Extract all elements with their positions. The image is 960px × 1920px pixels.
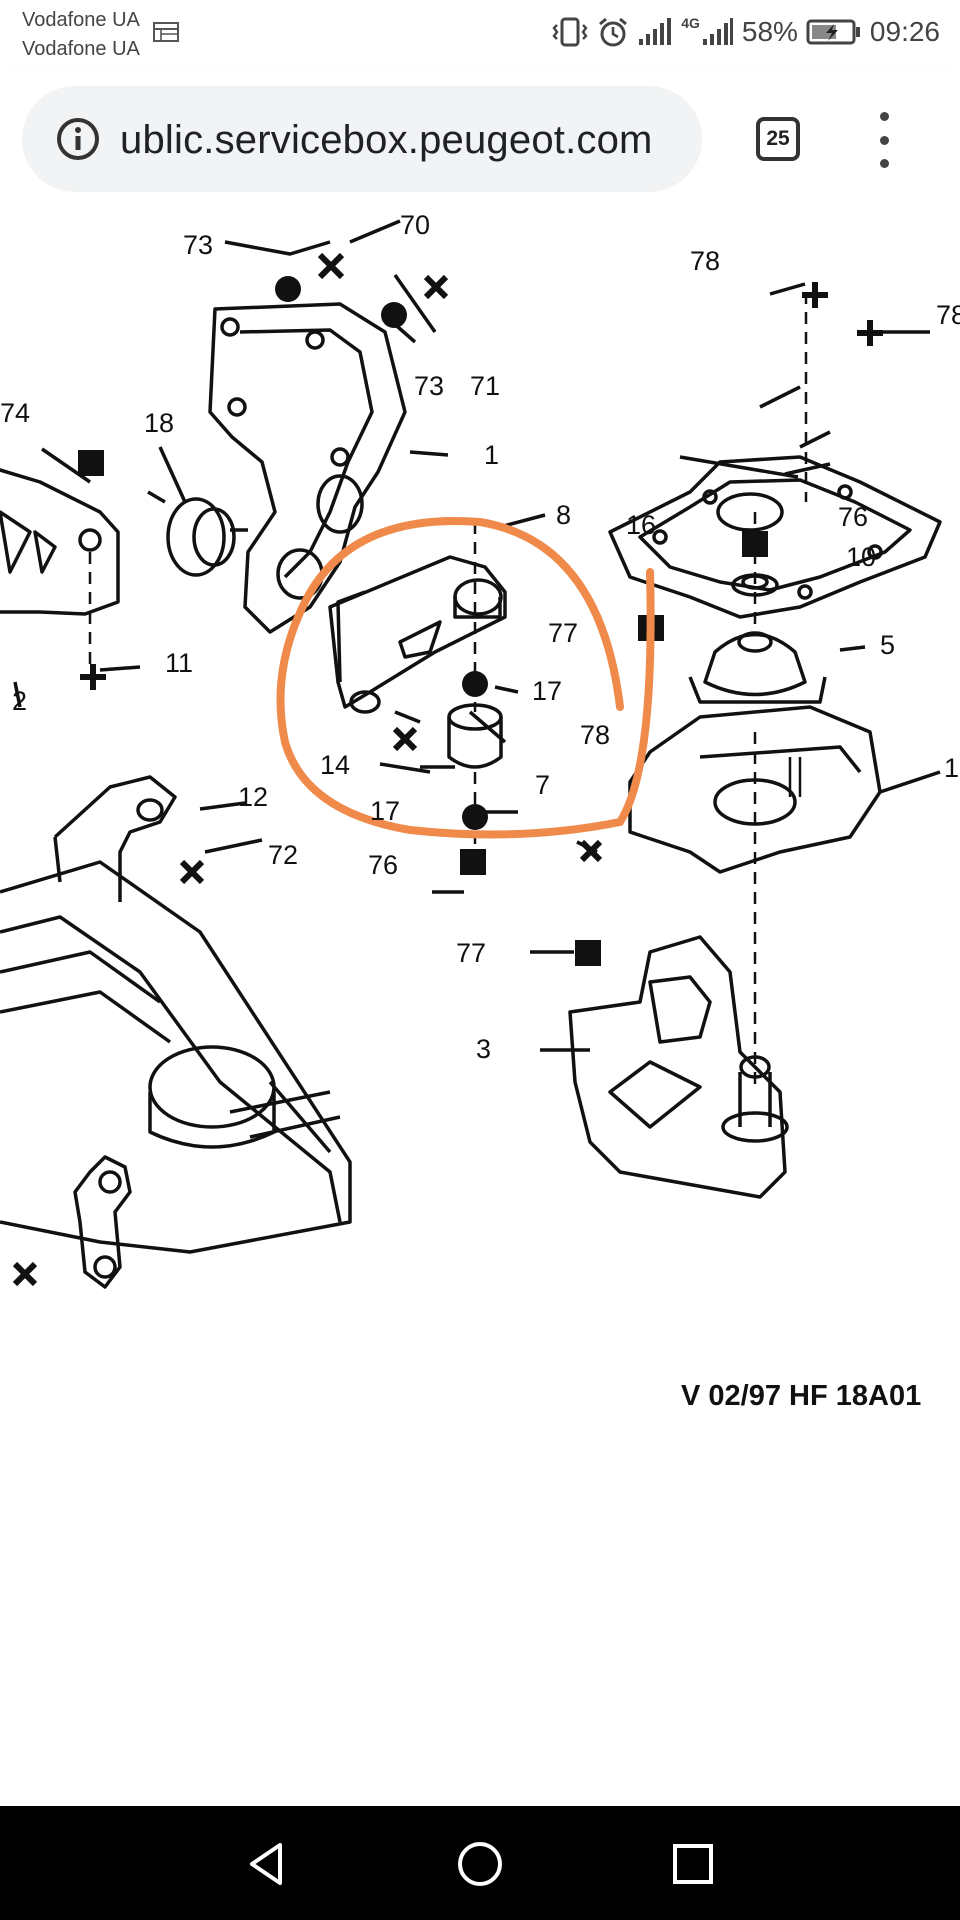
info-icon[interactable] — [56, 117, 100, 161]
fastener-symbols — [78, 276, 768, 966]
network-type: 4G — [681, 15, 700, 31]
part-label: 3 — [476, 1034, 491, 1064]
status-icons: 4G 58% 09:26 — [551, 14, 940, 50]
part-label: 77 — [548, 618, 578, 648]
url-text[interactable]: ublic.servicebox.peugeot.com — [120, 118, 653, 162]
system-nav-bar — [0, 1806, 960, 1920]
washer-symbol — [575, 940, 601, 966]
part-label: 77 — [456, 938, 486, 968]
signal-icon — [639, 18, 672, 45]
carrier-info: Vodafone UA Vodafone UA — [22, 6, 140, 64]
cross-symbols — [12, 252, 883, 1287]
overflow-menu-icon[interactable] — [868, 112, 900, 168]
carrier-name-2: Vodafone UA — [22, 38, 140, 60]
part-label: 73 — [183, 230, 213, 260]
part-label: 11 — [165, 648, 193, 678]
part-label: 78 — [580, 720, 610, 750]
washer-symbol — [78, 450, 104, 476]
battery-charging-icon — [806, 19, 860, 45]
parts-drawing: 70 73 73 71 1 74 18 11 2 8 77 17 14 7 17… — [0, 212, 960, 1412]
part-label: 76 — [838, 502, 868, 532]
address-bar[interactable]: ublic.servicebox.peugeot.com — [22, 86, 702, 192]
part-label: 10 — [846, 542, 876, 572]
part-label: 16 — [626, 510, 656, 540]
home-icon[interactable] — [455, 1839, 505, 1889]
part-label: 70 — [400, 212, 430, 240]
tab-switcher-button[interactable]: 25 — [756, 117, 800, 161]
part-label: 76 — [368, 850, 398, 880]
part-label: 17 — [370, 796, 400, 826]
part-label: 78 — [936, 300, 960, 330]
part-label: 17 — [532, 676, 562, 706]
vibrate-icon — [552, 17, 588, 47]
part-label: 12 — [238, 782, 268, 812]
browser-toolbar: ublic.servicebox.peugeot.com 25 — [0, 66, 960, 212]
nut-symbol — [275, 276, 301, 302]
nut-symbol — [462, 671, 488, 697]
washer-symbol — [742, 531, 768, 557]
part-label: 7 — [535, 770, 550, 800]
part-label: 78 — [690, 246, 720, 276]
part-label: 71 — [470, 371, 500, 401]
recents-icon[interactable] — [668, 1839, 718, 1889]
battery-percent: 58% — [741, 16, 798, 47]
sim-card-icon — [153, 22, 179, 42]
tab-count: 25 — [766, 127, 790, 150]
part-label: 5 — [880, 630, 895, 660]
drawing-lines — [0, 219, 942, 1289]
carrier-name-1: Vodafone UA — [22, 9, 140, 31]
clock: 09:26 — [869, 16, 940, 47]
washer-symbol — [460, 849, 486, 875]
back-icon[interactable] — [242, 1839, 292, 1889]
part-label: 1 — [484, 440, 499, 470]
signal-icon-2 — [702, 18, 733, 45]
part-label: 74 — [0, 398, 30, 428]
part-label: 72 — [268, 840, 298, 870]
part-label: 18 — [144, 408, 174, 438]
part-label: 2 — [12, 686, 27, 716]
annotation-circle — [276, 517, 655, 839]
part-label: 14 — [320, 750, 350, 780]
part-label: 73 — [414, 371, 444, 401]
nut-symbol — [381, 302, 407, 328]
nut-symbol — [462, 804, 488, 830]
part-label: 8 — [556, 500, 571, 530]
diagram-reference-code: V 02/97 HF 18A01 — [681, 1380, 921, 1412]
alarm-icon — [599, 17, 628, 47]
status-bar: Vodafone UA Vodafone UA 4G 58% — [0, 0, 960, 66]
exploded-parts-diagram: 70 73 73 71 1 74 18 11 2 8 77 17 14 7 17… — [0, 212, 960, 1802]
part-label: 1 — [944, 753, 959, 783]
